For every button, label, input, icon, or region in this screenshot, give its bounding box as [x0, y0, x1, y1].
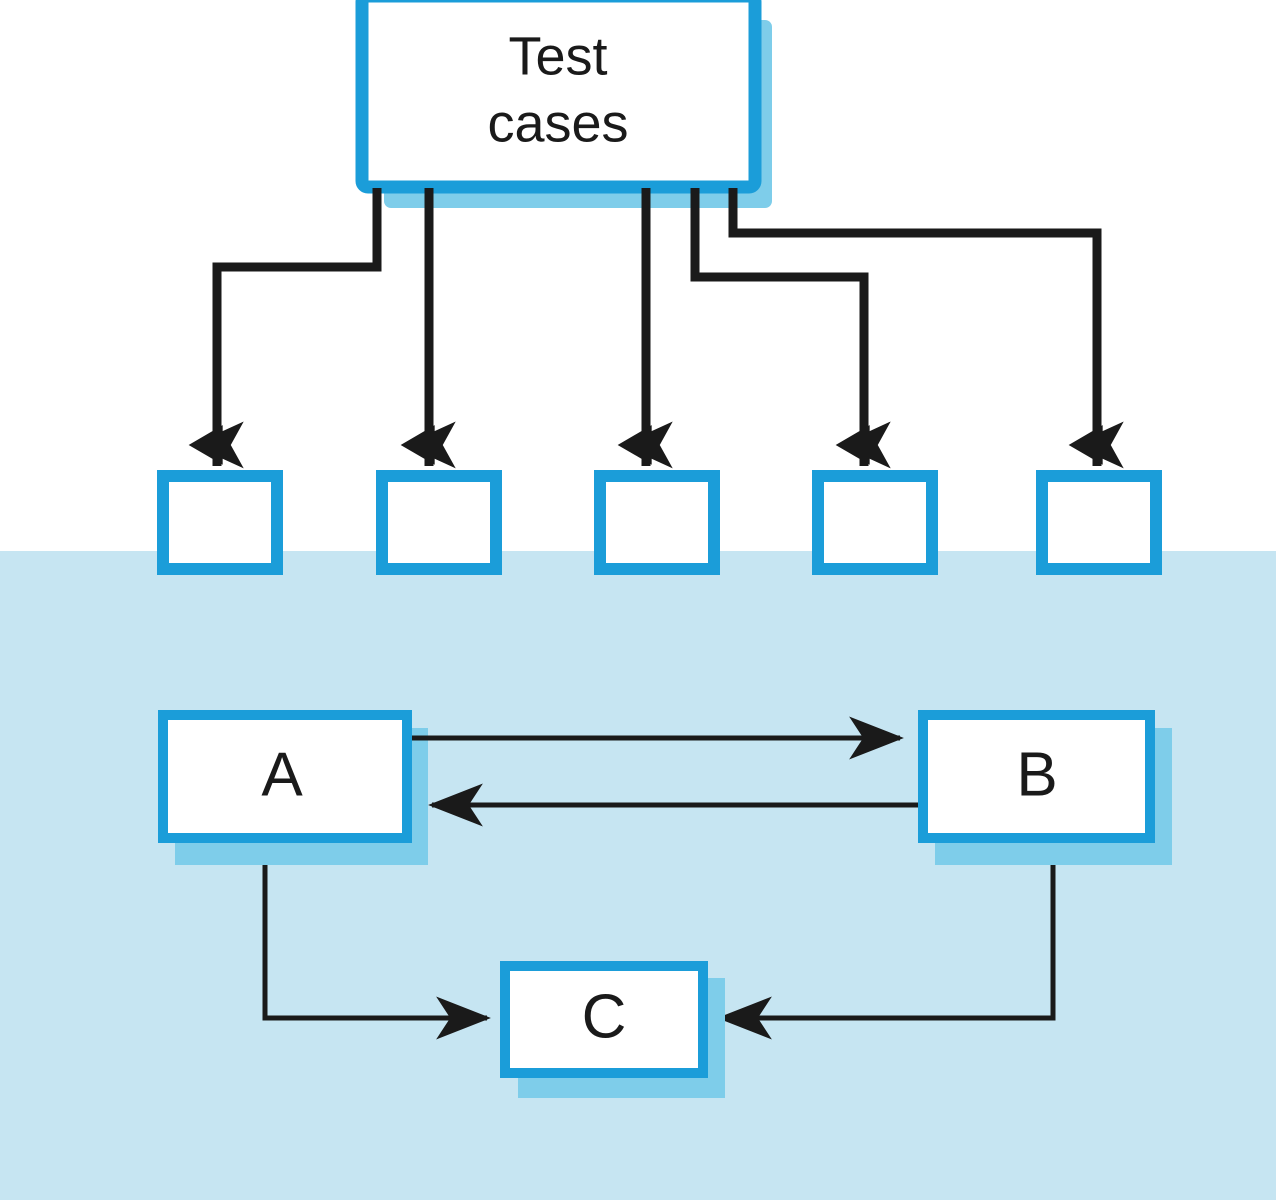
- test-cases-label-line-2: cases: [487, 93, 628, 153]
- system-under-test-panel: [0, 551, 1276, 1200]
- connector-testcases-to-stub-4: [690, 188, 891, 469]
- connector-testcases-to-stub-5: [728, 188, 1124, 469]
- component-a-box[interactable]: A: [158, 710, 428, 865]
- component-c-box[interactable]: C: [500, 961, 725, 1098]
- connector-b-to-c: [717, 843, 1056, 1040]
- component-b-label: B: [1016, 740, 1057, 809]
- test-stub-4[interactable]: [812, 470, 938, 575]
- test-stub-1[interactable]: [157, 470, 283, 575]
- component-b-body: [918, 710, 1155, 843]
- test-cases-label-line-1: Test: [508, 26, 607, 86]
- stub-box-group: [157, 470, 1162, 575]
- component-c-body: [500, 961, 708, 1078]
- test-stub-2[interactable]: [376, 470, 502, 575]
- connector-a-to-c: [262, 843, 491, 1040]
- test-stub-5[interactable]: [1036, 470, 1162, 575]
- component-a-label: A: [261, 740, 303, 809]
- test-cases-box-body: [355, 0, 762, 194]
- test-stub-3[interactable]: [594, 470, 720, 575]
- component-a-body: [158, 710, 412, 843]
- component-b-box[interactable]: B: [918, 710, 1172, 865]
- connector-testcases-to-stub-1: [188, 188, 382, 469]
- component-c-label: C: [582, 982, 627, 1051]
- test-cases-box[interactable]: Test cases: [355, 0, 772, 208]
